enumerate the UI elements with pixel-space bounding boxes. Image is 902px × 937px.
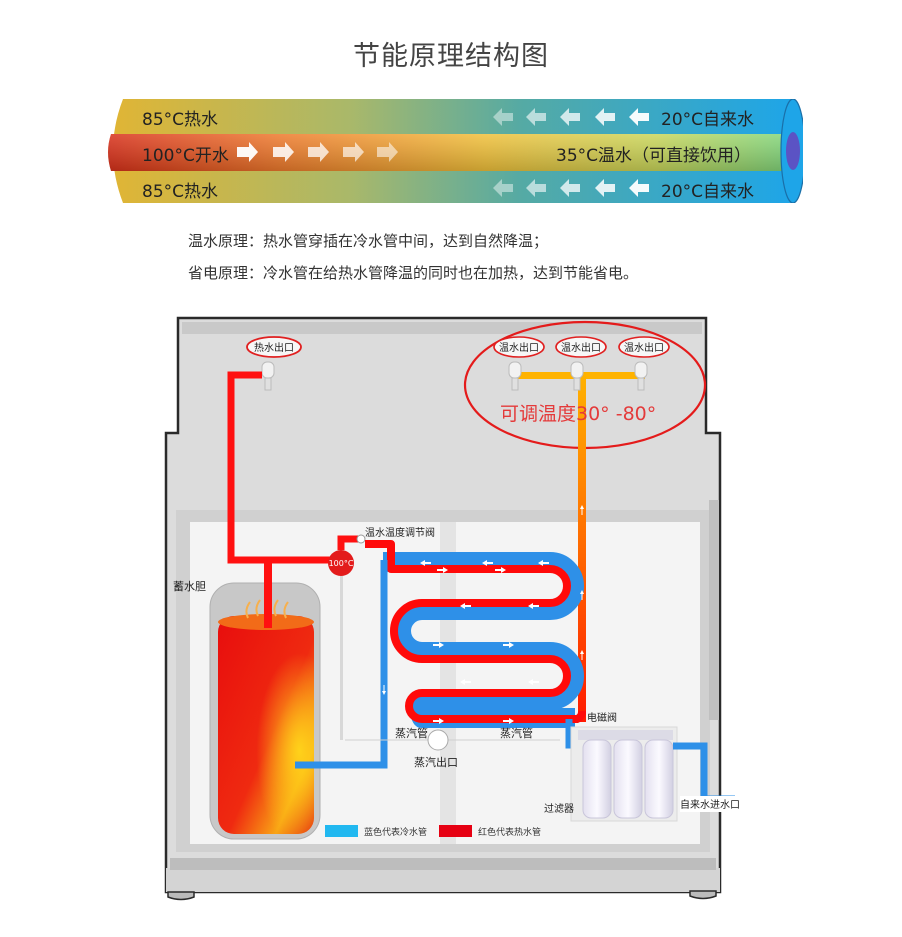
arrow-right-icon [308, 142, 329, 162]
legend-swatch-cold [325, 825, 358, 837]
legend-label-hot: 红色代表热水管 [478, 826, 541, 838]
arrow-left-icon [493, 108, 513, 126]
hot-pipe-to-valve [337, 535, 358, 550]
arrow-left-icon [595, 179, 615, 197]
boiler-temp-text: 100°C [329, 559, 354, 568]
boiler-temp-badge [328, 550, 354, 576]
arrow-left-icon [493, 179, 513, 197]
arrow-left-icon [629, 179, 649, 197]
hot-pipe-to-outlet [227, 371, 334, 564]
water-filter-icon [582, 739, 674, 819]
arrow-left-icon [629, 108, 649, 126]
arrow-right-icon [273, 142, 294, 162]
arrow-right-icon [343, 142, 364, 162]
coil-flow-arrows [382, 505, 584, 724]
cabinet-foot-right [689, 890, 717, 900]
arrow-right-icon [237, 142, 258, 162]
faucet-icon [570, 361, 584, 391]
filter-label: 过滤器 [544, 802, 574, 815]
inlet-label: 自来水进水口 [680, 798, 740, 811]
pipe-graphic [108, 98, 806, 204]
label-cold-top: 20°C自来水 [661, 110, 755, 130]
svg-text:温水出口: 温水出口 [561, 341, 601, 354]
warm-water-principle: 温水原理：热水管穿插在冷水管中间，达到自然降温； [188, 232, 549, 250]
steam-outlet-label: 蒸汽出口 [414, 755, 458, 769]
adjustable-temp-label: 可调温度30° -80° [500, 403, 656, 425]
cold-pipe-down [295, 560, 388, 769]
arrow-left-icon [560, 108, 580, 126]
pipe-end-inner [786, 132, 800, 170]
label-warm: 35°C温水（可直接饮用） [556, 146, 752, 166]
label-cold-bottom: 20°C自来水 [661, 182, 755, 202]
warm-outlet-labels: 温水出口 温水出口 温水出口 [493, 336, 670, 358]
steam-outlet-icon [427, 729, 449, 751]
legend-swatch-hot [439, 825, 472, 837]
faucet-icon [634, 361, 648, 391]
heat-exchanger-coil [365, 540, 586, 728]
cabinet-foot-left [167, 891, 195, 901]
power-saving-principle: 省电原理：冷水管在给热水管降温的同时也在加热，达到节能省电。 [188, 264, 639, 282]
steam-icon [245, 599, 289, 619]
steam-pipe-label: 蒸汽管 [500, 726, 533, 740]
arrow-left-icon [526, 108, 546, 126]
filter-bracket [578, 730, 673, 740]
valve-icon [356, 534, 366, 544]
faucet-icon [261, 361, 275, 391]
arrow-left-icon [526, 179, 546, 197]
label-hot-top: 85°C热水 [142, 110, 219, 130]
svg-text:温水出口: 温水出口 [624, 341, 664, 354]
cold-flow-arrows-top [493, 108, 649, 126]
pipe-cross-section-banner: 85°C热水 100°C开水 85°C热水 20°C自来水 35°C温水（可直接… [103, 98, 806, 204]
tank-label: 蓄水胆 [173, 580, 206, 593]
svg-text:温水出口: 温水出口 [499, 341, 539, 354]
arrow-left-icon [595, 108, 615, 126]
arrow-right-icon [377, 142, 398, 162]
label-boiling: 100°C开水 [142, 146, 229, 166]
faucet-icon [508, 361, 522, 391]
valve-label: 温水温度调节阀 [365, 526, 435, 539]
arrow-left-icon [560, 179, 580, 197]
hot-flow-arrows [237, 142, 398, 162]
steam-pipe-label: 蒸汽管 [395, 726, 428, 740]
hot-outlet-label: 热水出口 [254, 341, 294, 354]
legend-label-cold: 蓝色代表冷水管 [364, 826, 427, 838]
warm-riser-pipe [578, 372, 586, 722]
label-hot-bottom: 85°C热水 [142, 182, 219, 202]
machine-diagram: 热水出口 温水出口 温水出口 温水出口 可调温度30° -80° 蓄水胆 100… [164, 316, 740, 901]
page-title: 节能原理结构图 [353, 41, 549, 72]
cold-flow-arrows-bottom [493, 179, 649, 197]
hot-outlet-label-bubble [246, 336, 302, 358]
solenoid-valve-label: 电磁阀 [587, 711, 617, 724]
